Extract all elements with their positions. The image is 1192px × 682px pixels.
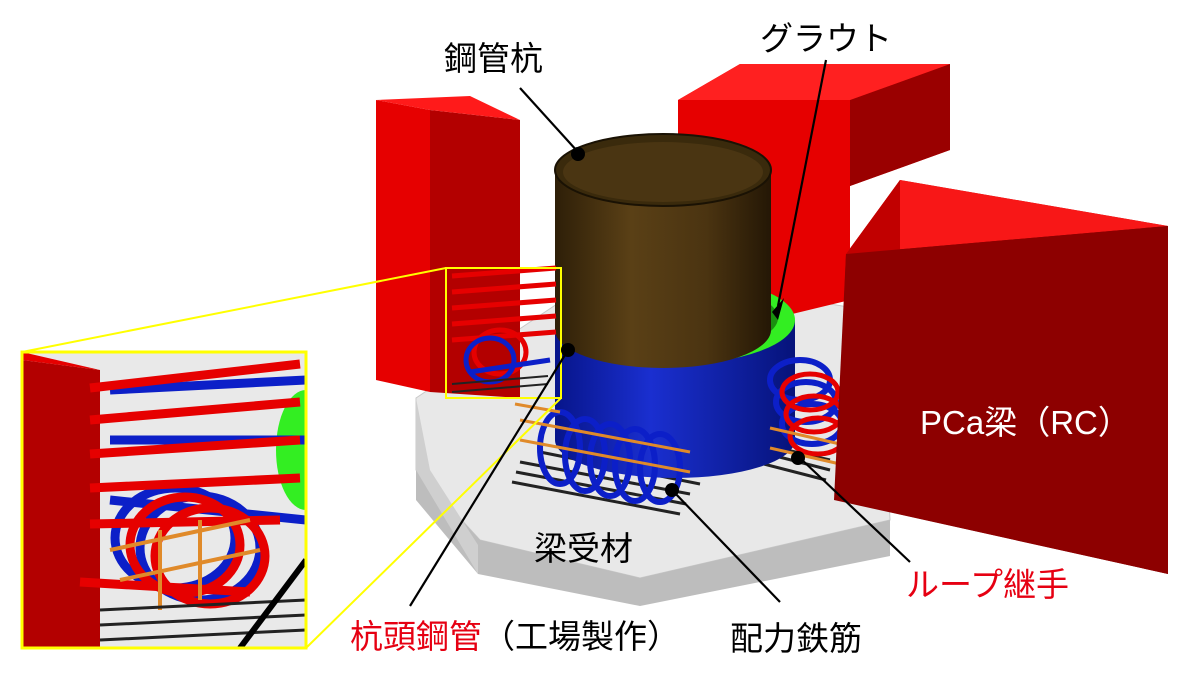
label-loop-joint: ループ継手 bbox=[906, 566, 1070, 603]
loop-bars-left bbox=[451, 265, 557, 393]
pca-beam-back-left bbox=[376, 96, 520, 398]
label-grout: グラウト bbox=[760, 20, 892, 57]
orange-bars-front bbox=[514, 402, 691, 474]
label-pile-head-pipe-note: （工場製作） bbox=[482, 618, 680, 655]
steel-pile bbox=[554, 133, 772, 368]
leader-lines bbox=[409, 59, 911, 607]
zoom-panel bbox=[20, 350, 308, 650]
label-pca-beam: PCa梁（RC） bbox=[920, 404, 1131, 441]
zoom-indicator bbox=[21, 267, 562, 649]
leader-dots bbox=[561, 147, 805, 497]
grout-arrow-head bbox=[772, 298, 784, 320]
label-beam-receiver: 梁受材 bbox=[534, 530, 633, 567]
label-pile-head-pipe-main: 杭頭鋼管 bbox=[350, 618, 482, 655]
label-steel-pile: 鋼管杭 bbox=[444, 40, 543, 77]
label-distribution-bars: 配力鉄筋 bbox=[730, 620, 862, 657]
pca-beam-front-right bbox=[834, 180, 1168, 574]
label-pile-head-pipe: 杭頭鋼管（工場製作） bbox=[350, 618, 680, 656]
